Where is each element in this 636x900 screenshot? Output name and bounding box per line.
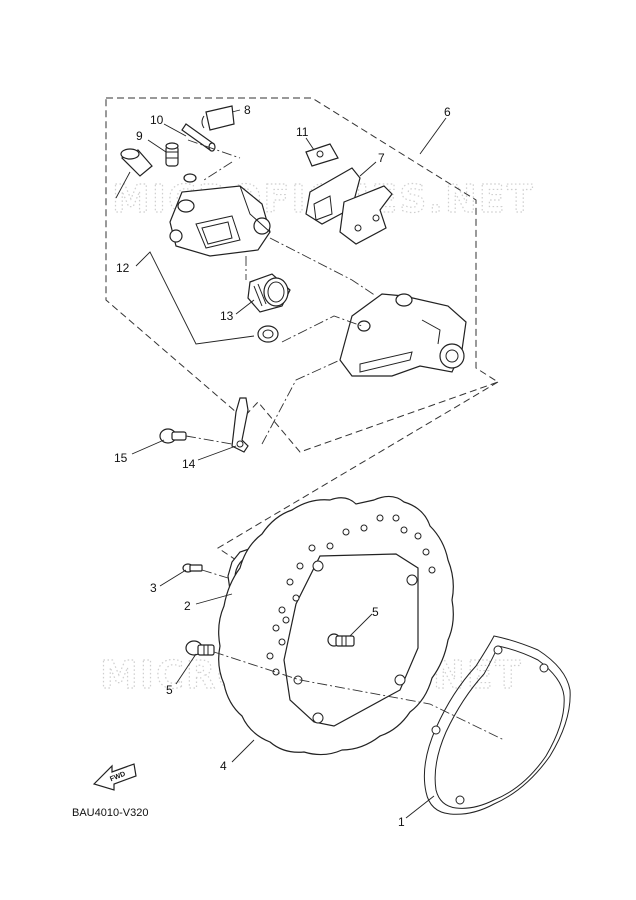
disc-gasket-part — [423, 635, 571, 815]
leader-13 — [235, 299, 255, 315]
callout-12: 12 — [116, 261, 130, 275]
disc-bolt-left-part — [185, 640, 215, 656]
callout-13: 13 — [220, 309, 234, 323]
align-line-h — [201, 569, 229, 579]
hub-screw-part — [182, 563, 203, 573]
callout-11: 11 — [296, 125, 309, 139]
callout-1: 1 — [398, 815, 405, 829]
align-line-f — [185, 435, 233, 445]
disc-bolt-center-part — [327, 633, 355, 647]
callout-15: 15 — [114, 451, 128, 465]
leader-4 — [231, 739, 255, 763]
leader-14 — [197, 445, 237, 461]
leader-12b — [115, 171, 131, 199]
bracket-bolt-part — [159, 428, 187, 444]
callout-4: 4 — [220, 759, 227, 773]
callout-14: 14 — [182, 457, 196, 471]
leader-11 — [305, 137, 315, 151]
leader-1 — [405, 795, 435, 819]
leader-9 — [147, 139, 167, 153]
align-line-g — [261, 359, 341, 445]
pin-clip-part — [201, 105, 235, 131]
piston-seal-part — [257, 325, 279, 343]
hose-guide-part — [231, 397, 249, 453]
leader-2 — [195, 593, 233, 605]
align-line-i — [213, 651, 505, 741]
callout-8: 8 — [244, 103, 251, 117]
brake-disc-part — [218, 495, 454, 756]
callout-5-center: 5 — [372, 605, 379, 619]
diagram-code: BAU4010-V320 — [72, 807, 148, 819]
caliper-assembly-boundary — [105, 97, 500, 453]
callout-10: 10 — [150, 113, 164, 127]
assembly-link-line — [217, 381, 499, 561]
callout-5-left: 5 — [166, 683, 173, 697]
leader-7 — [359, 161, 377, 177]
forward-arrow-icon: FWD — [92, 763, 137, 791]
callout-3: 3 — [150, 581, 157, 595]
leader-8 — [231, 109, 241, 113]
align-line-a — [203, 161, 233, 181]
align-line-b — [187, 139, 241, 159]
callout-6: 6 — [444, 105, 451, 119]
seal-ring-part — [183, 173, 197, 183]
caliper-body-part — [169, 185, 271, 257]
leader-10 — [163, 123, 187, 137]
leader-5b — [349, 613, 373, 637]
bleed-screw-part — [165, 142, 179, 167]
leader-5a — [175, 653, 197, 685]
align-line-d — [269, 237, 377, 297]
leader-12 — [135, 251, 255, 345]
callout-9: 9 — [136, 129, 143, 143]
piston-part — [247, 273, 291, 313]
leader-15 — [131, 439, 165, 455]
caliper-boot-part — [120, 148, 153, 177]
leader-3 — [159, 569, 187, 587]
caliper-bracket-part — [339, 293, 467, 377]
callout-7: 7 — [378, 151, 385, 165]
leader-6 — [419, 117, 447, 155]
align-line-e — [281, 315, 363, 343]
brake-pads-part — [305, 167, 393, 245]
callout-2: 2 — [184, 599, 191, 613]
pad-spring-part — [305, 143, 339, 167]
